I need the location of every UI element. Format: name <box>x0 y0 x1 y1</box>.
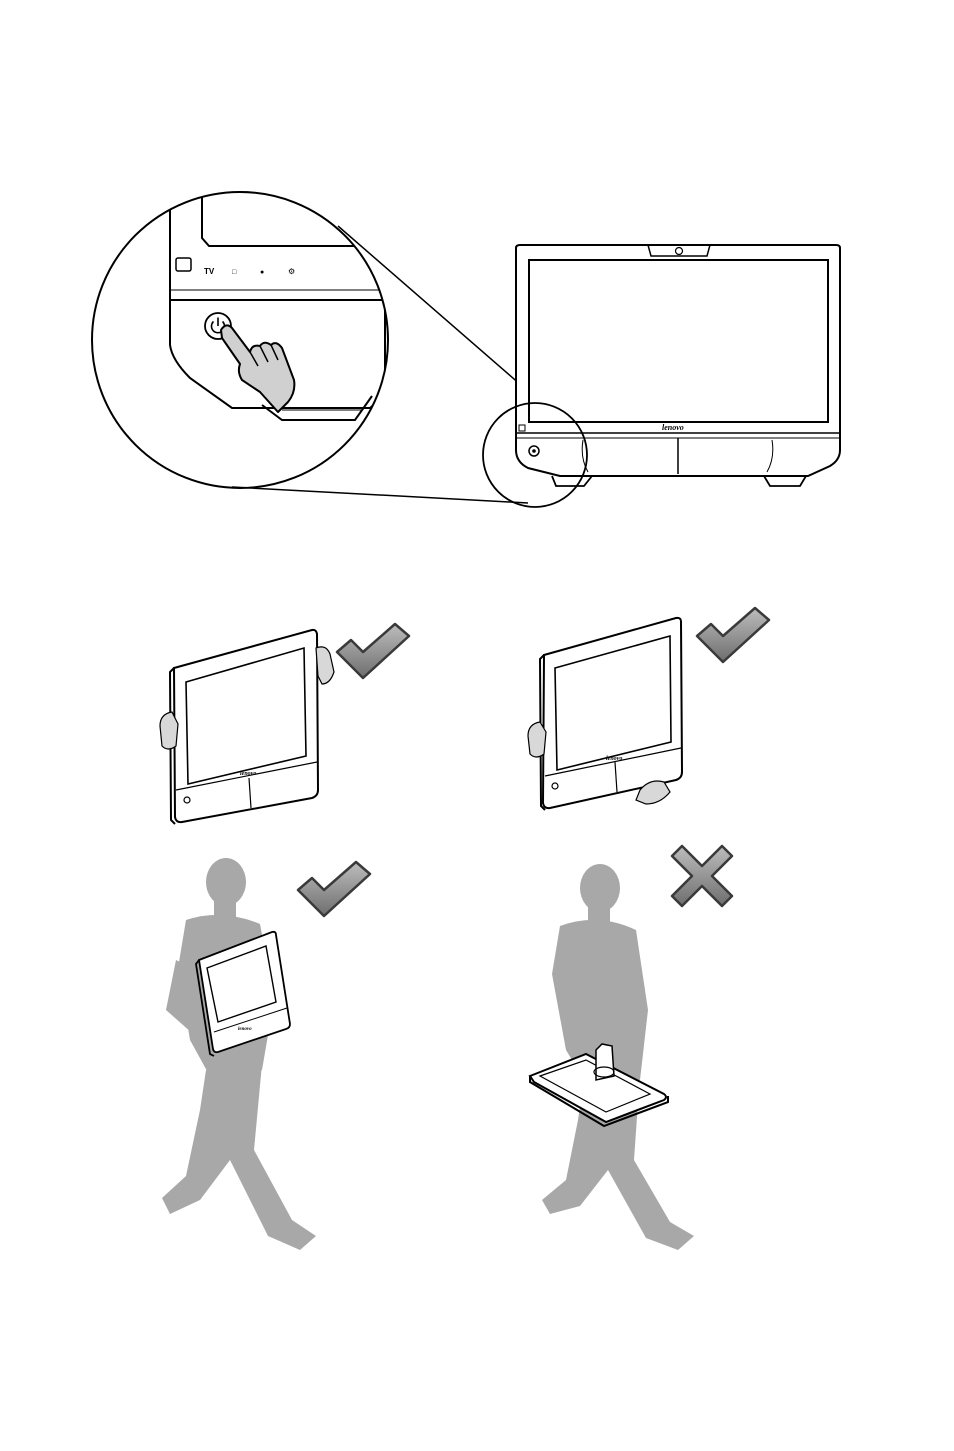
panel-carry-flat <box>530 846 732 1250</box>
brand-logo: lenovo <box>662 423 684 432</box>
hand-icon <box>160 712 178 749</box>
cross-icon <box>672 846 732 906</box>
person-silhouette <box>542 864 694 1250</box>
status-indicator-icon: ● <box>260 269 264 276</box>
square-button-icon <box>176 258 191 271</box>
person-silhouette <box>162 858 316 1250</box>
checkmark-icon <box>298 862 370 916</box>
monitor-front-view: lenovo <box>516 245 840 486</box>
checkmark-icon <box>697 608 769 662</box>
zoom-detail: TV □ ● ⚙ <box>92 150 390 488</box>
panel-hold-top-corner: lenovo <box>160 624 409 824</box>
brand-logo: lenovo <box>606 756 622 762</box>
power-button-figure: TV □ ● ⚙ <box>92 150 840 507</box>
panel-carry-upright: lenovo <box>162 858 370 1250</box>
tv-label: TV <box>204 267 215 276</box>
hand-icon <box>528 722 546 757</box>
zoom-connector-bottom <box>232 487 528 503</box>
pointing-hand-icon <box>221 325 294 412</box>
brand-logo: lenovo <box>238 1027 252 1032</box>
wireless-indicator-icon: ⚙ <box>288 267 295 276</box>
checkmark-icon <box>337 624 409 678</box>
brand-logo: lenovo <box>240 771 256 777</box>
panel-hold-bottom-edge: lenovo <box>528 608 769 810</box>
disk-indicator-icon: □ <box>232 269 237 276</box>
hand-icon <box>316 647 334 684</box>
